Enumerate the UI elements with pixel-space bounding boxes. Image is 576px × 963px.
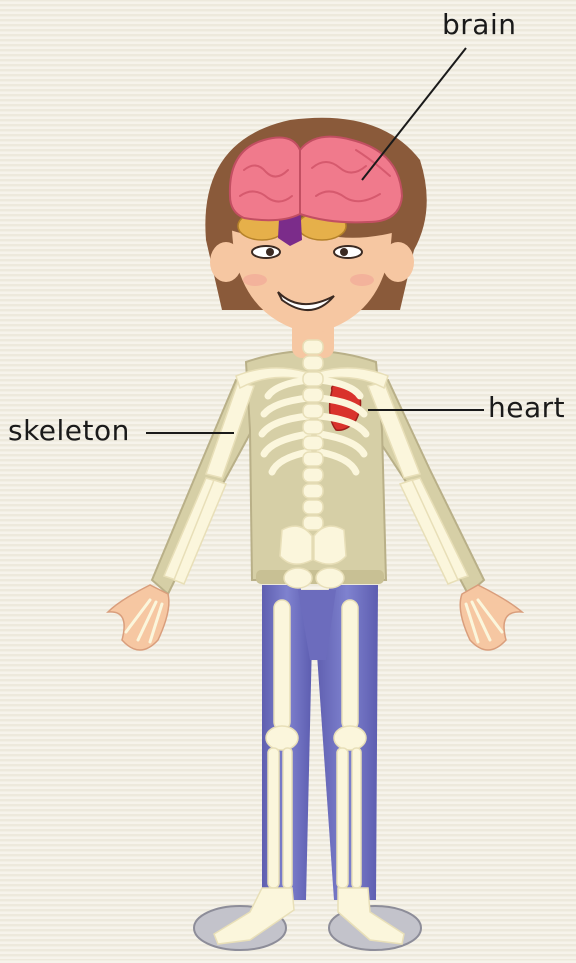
skeleton-label: skeleton (8, 414, 130, 447)
heart-label: heart (488, 391, 565, 424)
brain-label: brain (442, 8, 516, 41)
